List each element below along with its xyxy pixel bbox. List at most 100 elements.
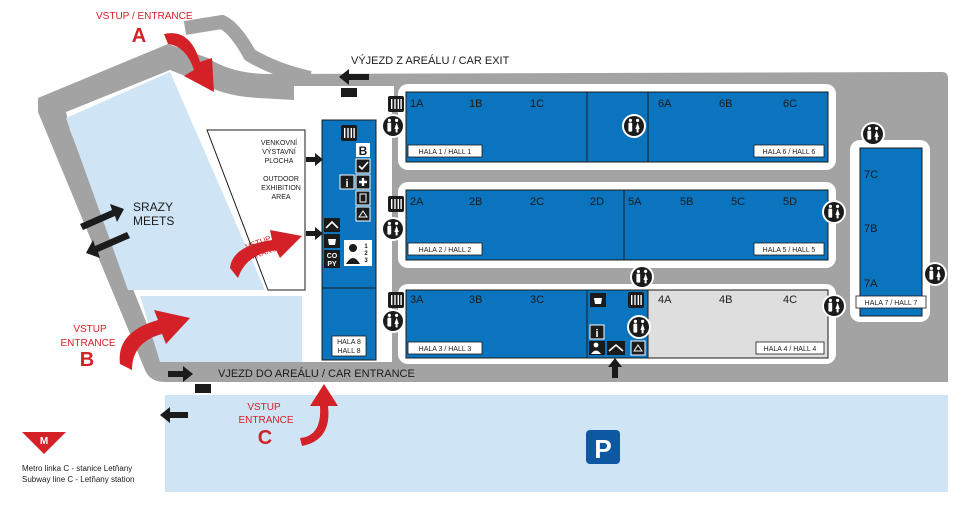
section-5b: 5B <box>680 196 693 208</box>
entrance-b-label-top: VSTUP <box>73 324 107 335</box>
atm-icon <box>355 190 371 206</box>
section-2c: 2C <box>530 196 544 208</box>
entrance-a-letter: A <box>132 25 146 47</box>
section-3a: 3A <box>410 294 424 306</box>
cloakroom-icon <box>355 206 371 222</box>
metro-logo-icon: M <box>22 432 66 454</box>
copy-label-bottom: PY <box>327 261 337 268</box>
metro-label-line2: Subway line C - Letňany station <box>22 475 135 484</box>
hall-7-label: HALA 7 / HALL 7 <box>865 300 918 307</box>
section-6a: 6A <box>658 98 672 110</box>
outdoor-label-cz-3: PLOCHA <box>265 158 294 165</box>
section-2a: 2A <box>410 196 424 208</box>
info-i-label: i <box>345 178 348 190</box>
section-3b: 3B <box>469 294 482 306</box>
entrance-c-label-top: VSTUP <box>247 402 281 413</box>
hall-1-label: HALA 1 / HALL 1 <box>419 149 472 156</box>
parking-area <box>165 395 948 492</box>
hall-8-services: B i CO PY 1 2 3 <box>324 125 372 268</box>
entrance-a-label: VSTUP / ENTRANCE <box>96 11 193 22</box>
info-b-icon <box>356 143 370 157</box>
entrance-c-label-bottom: ENTRANCE <box>238 415 293 426</box>
car-entrance-label: VJEZD DO AREÁLU / CAR ENTRANCE <box>218 367 415 380</box>
hall-4-label: HALA 4 / HALL 4 <box>764 346 817 353</box>
parking-sign-label: P <box>594 434 611 464</box>
parking-sign-icon <box>586 430 620 464</box>
entrance-c-letter: C <box>258 427 272 449</box>
meets-label-top: SRAZY <box>133 200 173 214</box>
copy-icon <box>324 250 340 268</box>
section-2b: 2B <box>469 196 482 208</box>
cloakroom-icon-hall3 <box>630 340 646 356</box>
entrance-b-label-bottom: ENTRANCE <box>60 338 115 349</box>
restaurant-icon <box>341 125 357 141</box>
section-6c: 6C <box>783 98 797 110</box>
metro-label-line1: Metro linka C - stanice Letňany <box>22 464 132 473</box>
outdoor-area-arrow-icon <box>306 153 323 166</box>
wc-icon-hall3 <box>381 309 405 333</box>
outdoor-label-en-3: AREA <box>271 194 290 201</box>
hall-7 <box>859 147 923 317</box>
wc-icon-hall4 <box>822 294 846 318</box>
exit-arrow-icon <box>339 69 369 97</box>
section-1c: 1C <box>530 98 544 110</box>
entrance-c-arrow-icon <box>300 384 338 446</box>
section-5a: 5A <box>628 196 642 208</box>
hall-5-label: HALA 5 / HALL 5 <box>763 247 816 254</box>
section-2d: 2D <box>590 196 604 208</box>
section-5c: 5C <box>731 196 745 208</box>
section-4a: 4A <box>658 294 672 306</box>
hall-8-label-line2: HALL 8 <box>337 348 360 355</box>
meets-area <box>66 72 265 290</box>
outdoor-label-en-2: EXHIBITION <box>261 185 301 192</box>
outdoor-label-cz-1: VENKOVNÍ <box>261 138 297 147</box>
info-b-label: B <box>359 144 368 158</box>
hall-8-label-line1: HALA 8 <box>337 339 361 346</box>
hall-2-label: HALA 2 / HALL 2 <box>419 247 472 254</box>
section-1a: 1A <box>410 98 424 110</box>
parking-exit-arrow-icon <box>160 407 188 423</box>
handshake-icon-hall3 <box>607 341 625 355</box>
info-i-icon <box>339 174 355 190</box>
wc-icon-hall1-6 <box>622 114 646 138</box>
car-entrance-arrow-icon <box>168 366 211 393</box>
meets-area-lower <box>140 296 302 362</box>
wc-icon-between-rows <box>630 265 654 289</box>
wc-icon-hall3 <box>627 315 651 339</box>
section-7a: 7A <box>864 278 878 290</box>
section-4b: 4B <box>719 294 732 306</box>
section-3c: 3C <box>530 294 544 306</box>
meets-label-bottom: MEETS <box>133 214 174 228</box>
entrance-inner-arrow-icon <box>230 230 302 278</box>
wc-icon-hall7-right <box>923 262 947 286</box>
road-curve-a <box>183 14 312 85</box>
wc-icon-hall1 <box>381 114 405 138</box>
copy-label-top: CO <box>327 253 338 260</box>
section-4c: 4C <box>783 294 797 306</box>
restaurant-icon-hall2 <box>388 196 404 212</box>
section-6b: 6B <box>719 98 732 110</box>
section-5d: 5D <box>783 196 797 208</box>
outdoor-label-en-1: OUTDOOR <box>263 176 299 183</box>
hall-3-entry-arrow-icon <box>608 358 622 378</box>
restaurant-icon-hall1 <box>388 96 404 112</box>
hall-6-label: HALA 6 / HALL 6 <box>763 149 816 156</box>
restaurant-icon-hall3 <box>628 292 644 308</box>
entrance-a-arrow-icon <box>164 33 214 92</box>
section-1b: 1B <box>469 98 482 110</box>
restaurant-icon-hall3-left <box>388 292 404 308</box>
car-exit-label: VÝJEZD Z AREÁLU / CAR EXIT <box>351 54 510 67</box>
section-7b: 7B <box>864 223 877 235</box>
meets-double-arrow-icon <box>80 204 130 258</box>
wc-icon-hall2 <box>381 217 405 241</box>
outdoor-label-cz-2: VÝSTAVNÍ <box>262 147 296 156</box>
info-icon-hall3 <box>589 324 605 340</box>
queue-number-1: 1 <box>364 244 368 250</box>
wc-icon-hall5 <box>822 200 846 224</box>
wc-icon-hall7-top <box>861 122 885 146</box>
metro-logo-letter: M <box>40 436 48 447</box>
queue-number-3: 3 <box>364 258 368 264</box>
info-label-hall3: i <box>595 328 598 340</box>
entrance-b-arrow-icon <box>119 310 190 370</box>
